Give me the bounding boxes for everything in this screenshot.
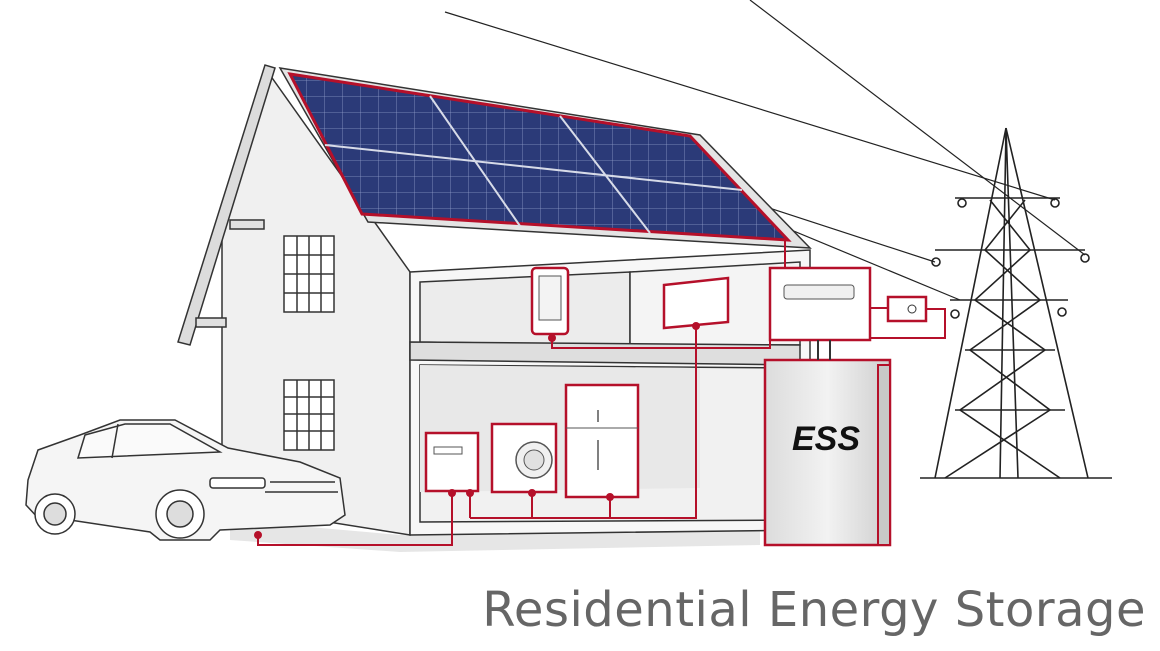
- power-tower-icon: [920, 127, 1112, 479]
- monitor-icon: [662, 276, 730, 330]
- diagram-caption: Residential Energy Storage: [482, 582, 1146, 638]
- battery-icon: [763, 340, 892, 547]
- fridge-icon: [564, 383, 640, 499]
- washer-icon: [490, 422, 558, 494]
- tablet-icon: [530, 266, 570, 336]
- car-icon: [25, 419, 346, 541]
- wiring: [254, 240, 946, 546]
- meter-icon: [886, 295, 928, 323]
- appliance-icon: [424, 431, 480, 493]
- inverter-icon: [768, 266, 872, 342]
- window-lower: [283, 379, 335, 451]
- ess-label: ESS: [791, 420, 861, 458]
- solar-panel-icon: [287, 72, 792, 242]
- window-upper: [283, 235, 335, 313]
